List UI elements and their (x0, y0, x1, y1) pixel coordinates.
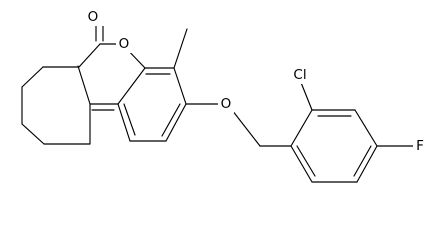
atom-label-cl: Cl (293, 67, 306, 83)
bond (231, 109, 261, 147)
bond (21, 66, 44, 88)
bond (173, 67, 187, 105)
bond (78, 43, 101, 68)
bond (290, 109, 313, 147)
bond (296, 145, 316, 177)
bond (123, 103, 136, 136)
bond (356, 145, 378, 183)
bond (21, 123, 45, 145)
bond (290, 145, 313, 183)
bond (161, 103, 181, 137)
atom-label-o: O (119, 36, 130, 52)
atom-label-f: F (416, 138, 424, 154)
bond (165, 103, 187, 142)
atom-label-o: O (221, 96, 232, 112)
bond (117, 103, 131, 142)
bond (299, 79, 313, 111)
atom-label-o: O (88, 9, 99, 25)
bond (77, 65, 91, 105)
molecule-drawing: O O O Cl F (21, 9, 424, 183)
bond (354, 109, 378, 147)
bond (353, 145, 372, 177)
structure-diagram: O O O Cl F (21, 9, 424, 183)
bond (173, 28, 188, 69)
bond (117, 67, 146, 105)
